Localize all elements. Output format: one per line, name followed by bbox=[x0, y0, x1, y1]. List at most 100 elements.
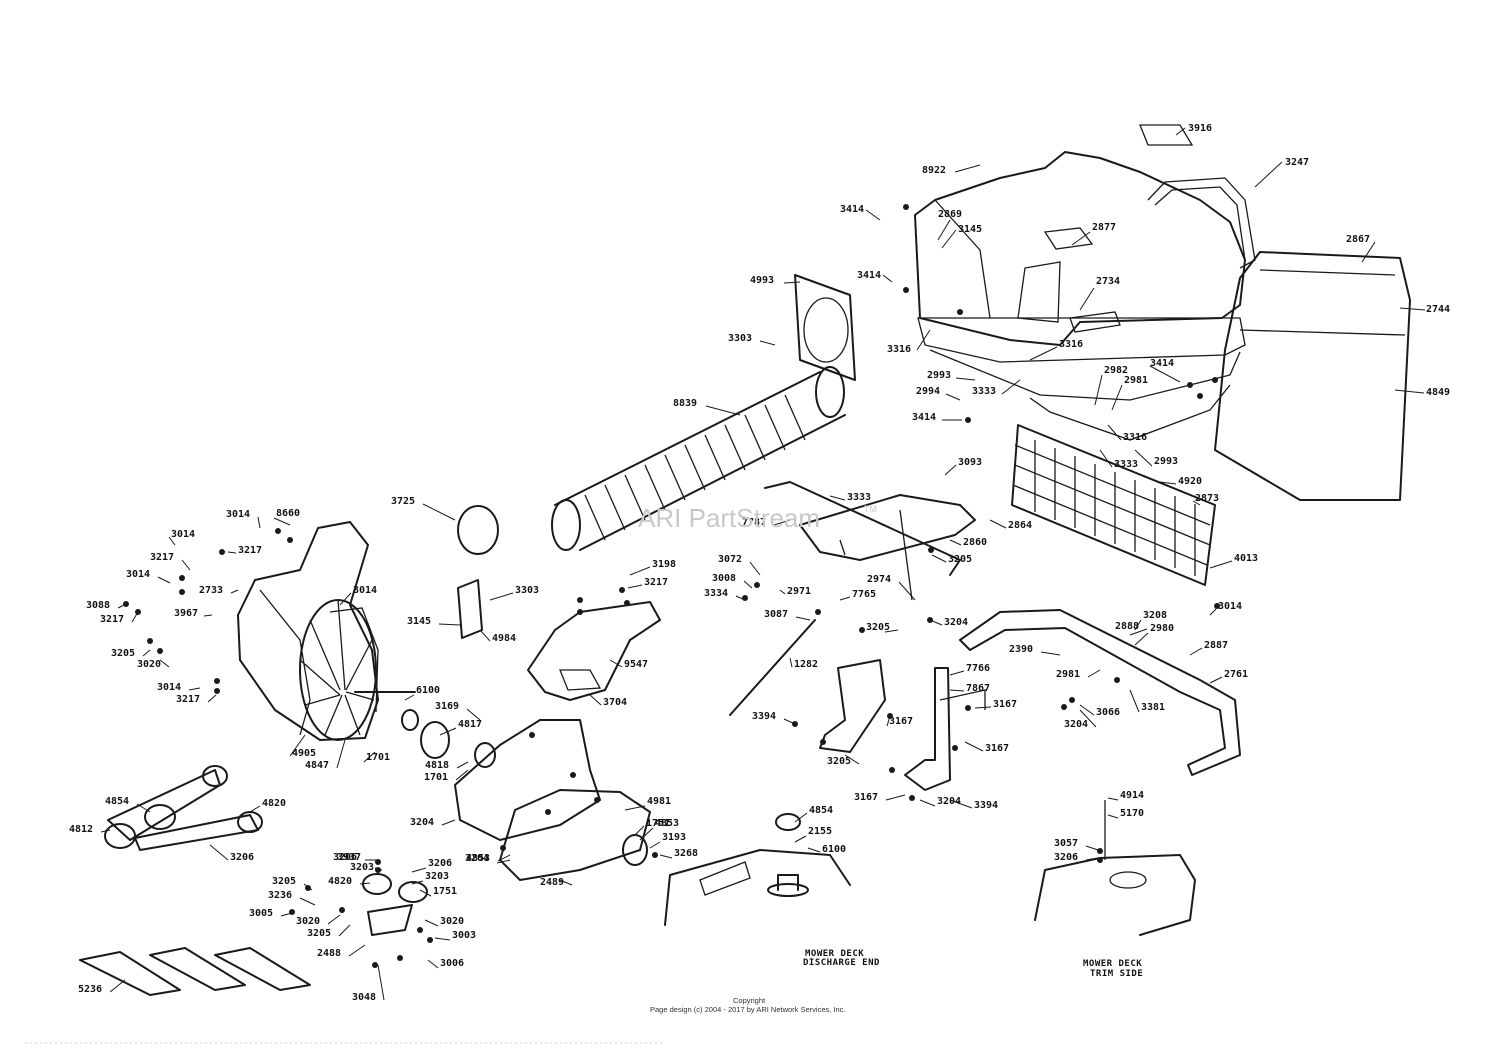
part-callout[interactable]: 3167 bbox=[889, 716, 913, 727]
part-callout[interactable]: 2744 bbox=[1426, 304, 1450, 315]
part-callout[interactable]: 3204 bbox=[937, 796, 961, 807]
part-callout[interactable]: 3334 bbox=[704, 588, 728, 599]
part-callout[interactable]: 3316 bbox=[1123, 432, 1147, 443]
part-callout[interactable]: 3725 bbox=[391, 496, 415, 507]
part-callout[interactable]: 3303 bbox=[728, 333, 752, 344]
part-callout[interactable]: 3414 bbox=[840, 204, 864, 215]
part-callout[interactable]: 3205 bbox=[307, 928, 331, 939]
part-callout[interactable]: 3020 bbox=[440, 916, 464, 927]
part-callout[interactable]: 3167 bbox=[993, 699, 1017, 710]
part-callout[interactable]: 3048 bbox=[352, 992, 376, 1003]
part-callout[interactable]: 7867 bbox=[966, 683, 990, 694]
part-callout[interactable]: 3204 bbox=[1064, 719, 1088, 730]
part-callout[interactable]: 4854 bbox=[105, 796, 129, 807]
part-callout[interactable]: 3916 bbox=[1188, 123, 1212, 134]
part-callout[interactable]: 6100 bbox=[416, 685, 440, 696]
part-callout[interactable]: 2981 bbox=[1056, 669, 1080, 680]
part-callout[interactable]: 3003 bbox=[452, 930, 476, 941]
part-callout[interactable]: 3203 bbox=[350, 862, 374, 873]
part-callout[interactable]: 3014 bbox=[171, 529, 195, 540]
part-callout[interactable]: 9547 bbox=[624, 659, 648, 670]
part-callout[interactable]: 3967 bbox=[174, 608, 198, 619]
part-callout[interactable]: 3167 bbox=[854, 792, 878, 803]
part-callout[interactable]: 4905 bbox=[292, 748, 316, 759]
part-callout[interactable]: 1751 bbox=[646, 818, 670, 829]
part-callout[interactable]: 3316 bbox=[887, 344, 911, 355]
part-callout[interactable]: 4920 bbox=[1178, 476, 1202, 487]
part-callout[interactable]: 3057 bbox=[1054, 838, 1078, 849]
part-callout[interactable]: 3217 bbox=[176, 694, 200, 705]
part-callout[interactable]: 3205 bbox=[827, 756, 851, 767]
part-callout[interactable]: 8839 bbox=[673, 398, 697, 409]
part-callout[interactable]: 3205 bbox=[272, 876, 296, 887]
part-callout[interactable]: 2869 bbox=[938, 209, 962, 220]
part-callout[interactable]: 4914 bbox=[1120, 790, 1144, 801]
part-callout[interactable]: 3333 bbox=[972, 386, 996, 397]
part-callout[interactable]: 3236 bbox=[268, 890, 292, 901]
part-callout[interactable]: 3204 bbox=[410, 817, 434, 828]
part-callout[interactable]: 3014 bbox=[1218, 601, 1242, 612]
part-callout[interactable]: 2488 bbox=[317, 948, 341, 959]
part-callout[interactable]: 2887 bbox=[1204, 640, 1228, 651]
part-callout[interactable]: 3072 bbox=[718, 554, 742, 565]
part-callout[interactable]: 2761 bbox=[1224, 669, 1248, 680]
part-callout[interactable]: 1701 bbox=[366, 752, 390, 763]
part-callout[interactable]: 3316 bbox=[1059, 339, 1083, 350]
part-callout[interactable]: 3333 bbox=[1114, 459, 1138, 470]
part-callout[interactable]: 2873 bbox=[1195, 493, 1219, 504]
part-callout[interactable]: 3203 bbox=[425, 871, 449, 882]
part-callout[interactable]: 2390 bbox=[1009, 644, 1033, 655]
part-callout[interactable]: 3093 bbox=[958, 457, 982, 468]
part-callout[interactable]: 3014 bbox=[226, 509, 250, 520]
part-callout[interactable]: 1751 bbox=[433, 886, 457, 897]
part-callout[interactable]: 3204 bbox=[465, 853, 489, 864]
part-callout[interactable]: 3217 bbox=[238, 545, 262, 556]
part-callout[interactable]: 4853 bbox=[655, 818, 679, 829]
part-callout[interactable]: 2982 bbox=[1104, 365, 1128, 376]
part-callout[interactable]: 2877 bbox=[1092, 222, 1116, 233]
part-callout[interactable]: 2864 bbox=[1008, 520, 1032, 531]
part-callout[interactable]: 4847 bbox=[305, 760, 329, 771]
part-callout[interactable]: 3014 bbox=[353, 585, 377, 596]
part-callout[interactable]: 4853 bbox=[466, 853, 490, 864]
part-callout[interactable]: 8922 bbox=[922, 165, 946, 176]
part-callout[interactable]: 3020 bbox=[137, 659, 161, 670]
part-callout[interactable]: 1701 bbox=[424, 772, 448, 783]
part-callout[interactable]: 3204 bbox=[944, 617, 968, 628]
part-callout[interactable]: 3247 bbox=[1285, 157, 1309, 168]
part-callout[interactable]: 3414 bbox=[857, 270, 881, 281]
part-callout[interactable]: 3704 bbox=[603, 697, 627, 708]
part-callout[interactable]: 4993 bbox=[750, 275, 774, 286]
part-callout[interactable]: 4817 bbox=[458, 719, 482, 730]
part-callout[interactable]: 3217 bbox=[150, 552, 174, 563]
part-callout[interactable]: 2489 bbox=[540, 877, 564, 888]
part-callout[interactable]: 4013 bbox=[1234, 553, 1258, 564]
part-callout[interactable]: 4981 bbox=[647, 796, 671, 807]
part-callout[interactable]: 7766 bbox=[966, 663, 990, 674]
part-callout[interactable]: 6100 bbox=[822, 844, 846, 855]
part-callout[interactable]: 3206 bbox=[230, 852, 254, 863]
part-callout[interactable]: 4812 bbox=[69, 824, 93, 835]
part-callout[interactable]: 2994 bbox=[916, 386, 940, 397]
part-callout[interactable]: 8660 bbox=[276, 508, 300, 519]
part-callout[interactable]: 3088 bbox=[86, 600, 110, 611]
part-callout[interactable]: 3087 bbox=[764, 609, 788, 620]
part-callout[interactable]: 3268 bbox=[674, 848, 698, 859]
part-callout[interactable]: 3303 bbox=[515, 585, 539, 596]
part-callout[interactable]: 3169 bbox=[435, 701, 459, 712]
part-callout[interactable]: 2974 bbox=[867, 574, 891, 585]
part-callout[interactable]: 7787 bbox=[742, 517, 766, 528]
part-callout[interactable]: 3145 bbox=[958, 224, 982, 235]
part-callout[interactable]: 4818 bbox=[425, 760, 449, 771]
part-callout[interactable]: 4820 bbox=[328, 876, 352, 887]
part-callout[interactable]: 3414 bbox=[1150, 358, 1174, 369]
part-callout[interactable]: 3205 bbox=[948, 554, 972, 565]
part-callout[interactable]: 2993 bbox=[927, 370, 951, 381]
part-callout[interactable]: 3206 bbox=[428, 858, 452, 869]
part-callout[interactable]: 3014 bbox=[157, 682, 181, 693]
part-callout[interactable]: 2993 bbox=[1154, 456, 1178, 467]
part-callout[interactable]: 3193 bbox=[662, 832, 686, 843]
part-callout[interactable]: 3206 bbox=[333, 852, 357, 863]
part-callout[interactable]: 3208 bbox=[1143, 610, 1167, 621]
part-callout[interactable]: 3937 bbox=[337, 852, 361, 863]
